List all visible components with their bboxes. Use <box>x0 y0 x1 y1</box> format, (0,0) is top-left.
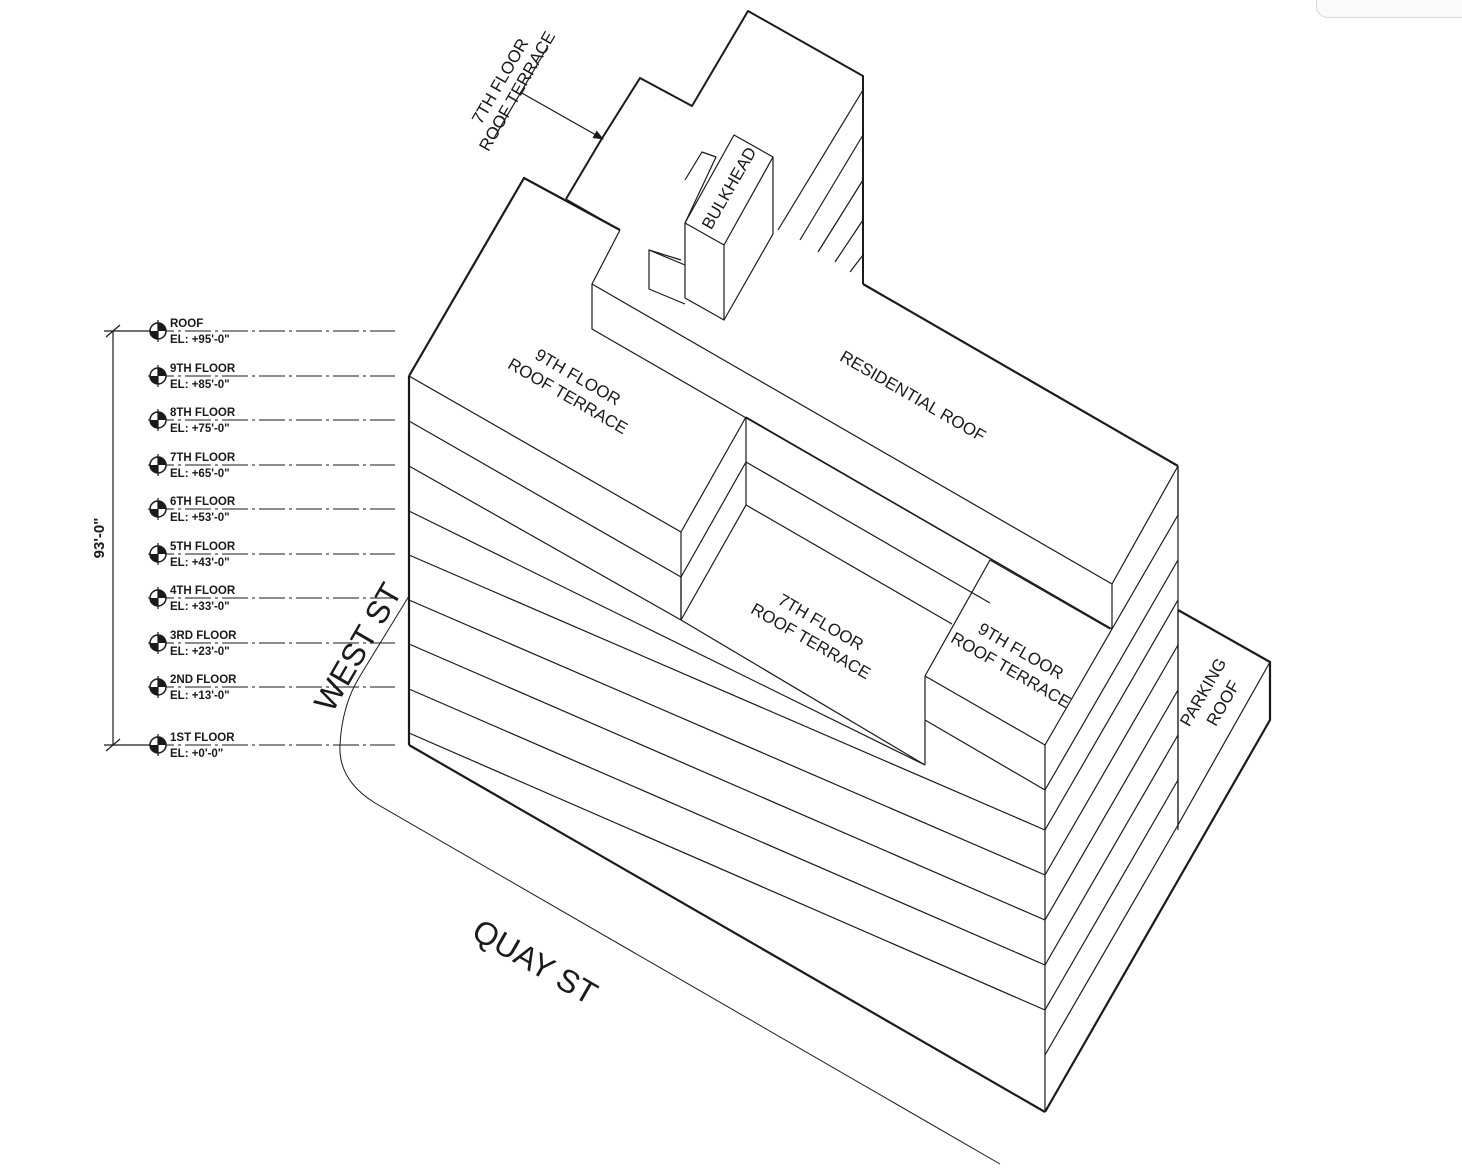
area-labels: 7TH FLOOR ROOF TERRACE BULKHEAD RESIDENT… <box>468 28 1244 729</box>
level-datum-icon <box>149 734 167 756</box>
level-marker: 5TH FLOOR EL: +43'-0" <box>148 541 395 569</box>
level-marker: 8TH FLOOR EL: +75'-0" <box>148 407 395 435</box>
level-name: 3RD FLOOR <box>170 630 237 642</box>
street-curbs <box>339 595 1001 1165</box>
level-datum-icon <box>149 587 167 609</box>
level-elevation: EL: +13'-0" <box>170 690 230 702</box>
level-name: ROOF <box>170 318 203 330</box>
overall-height-value: 93'-0" <box>91 518 108 559</box>
main-outline <box>407 176 1272 1113</box>
level-datum-icon <box>149 454 167 476</box>
level-marker: 7TH FLOOR EL: +65'-0" <box>148 452 395 480</box>
quay-st-label: QUAY ST <box>467 912 604 1012</box>
level-datum-icon <box>149 543 167 565</box>
front-floor-lines <box>408 465 1046 1011</box>
level-elevation: EL: +33'-0" <box>170 601 230 613</box>
level-elevation: EL: +53'-0" <box>170 512 230 524</box>
level-datum-icon <box>149 365 167 387</box>
terrace-7-top-arrow <box>519 91 604 140</box>
level-markers: ROOF EL: +95'-0" 9TH FLOOR EL: +85'-0" 8TH F… <box>148 318 395 760</box>
parking-roof-block <box>1177 610 1271 826</box>
level-name: 8TH FLOOR <box>170 407 236 419</box>
left-terrace-block <box>408 375 1113 630</box>
residential-roof-plate <box>591 229 1179 630</box>
level-marker: 6TH FLOOR EL: +53'-0" <box>148 496 395 524</box>
rear-tower <box>565 10 864 284</box>
level-marker: 2ND FLOOR EL: +13'-0" <box>148 674 395 702</box>
level-datum-icon <box>149 320 167 342</box>
right-terrace-block <box>924 559 1113 1112</box>
level-elevation: EL: +43'-0" <box>170 557 230 569</box>
level-marker: 1ST FLOOR EL: +0'-0" <box>148 732 395 760</box>
building-massing <box>407 10 1272 1113</box>
bulkhead-volume <box>648 134 774 321</box>
level-name: 4TH FLOOR <box>170 585 236 597</box>
level-name: 1ST FLOOR <box>170 732 235 744</box>
residential-roof-label: RESIDENTIAL ROOF <box>837 347 989 446</box>
level-datum-icon <box>149 498 167 520</box>
level-marker: 4TH FLOOR EL: +33'-0" <box>148 585 395 613</box>
level-marker: 9TH FLOOR EL: +85'-0" <box>148 363 395 391</box>
window-corner-tab <box>1316 0 1462 18</box>
bulkhead-label: BULKHEAD <box>698 144 760 233</box>
side-floor-lines <box>1044 466 1179 1056</box>
level-elevation: EL: +23'-0" <box>170 646 230 658</box>
level-elevation: EL: +65'-0" <box>170 468 230 480</box>
level-elevation: EL: +95'-0" <box>170 334 230 346</box>
level-name: 2ND FLOOR <box>170 674 237 686</box>
overall-height-dimension <box>104 324 150 752</box>
level-name: 9TH FLOOR <box>170 363 236 375</box>
level-marker: ROOF EL: +95'-0" <box>148 318 395 346</box>
level-datum-icon <box>149 409 167 431</box>
level-elevation: EL: +85'-0" <box>170 379 230 391</box>
level-name: 6TH FLOOR <box>170 496 236 508</box>
level-datum-icon <box>149 632 167 654</box>
level-elevation: EL: +75'-0" <box>170 423 230 435</box>
level-name: 5TH FLOOR <box>170 541 236 553</box>
level-elevation: EL: +0'-0" <box>170 748 223 760</box>
level-marker: 3RD FLOOR EL: +23'-0" <box>148 630 395 658</box>
level-datum-icon <box>149 676 167 698</box>
level-name: 7TH FLOOR <box>170 452 236 464</box>
